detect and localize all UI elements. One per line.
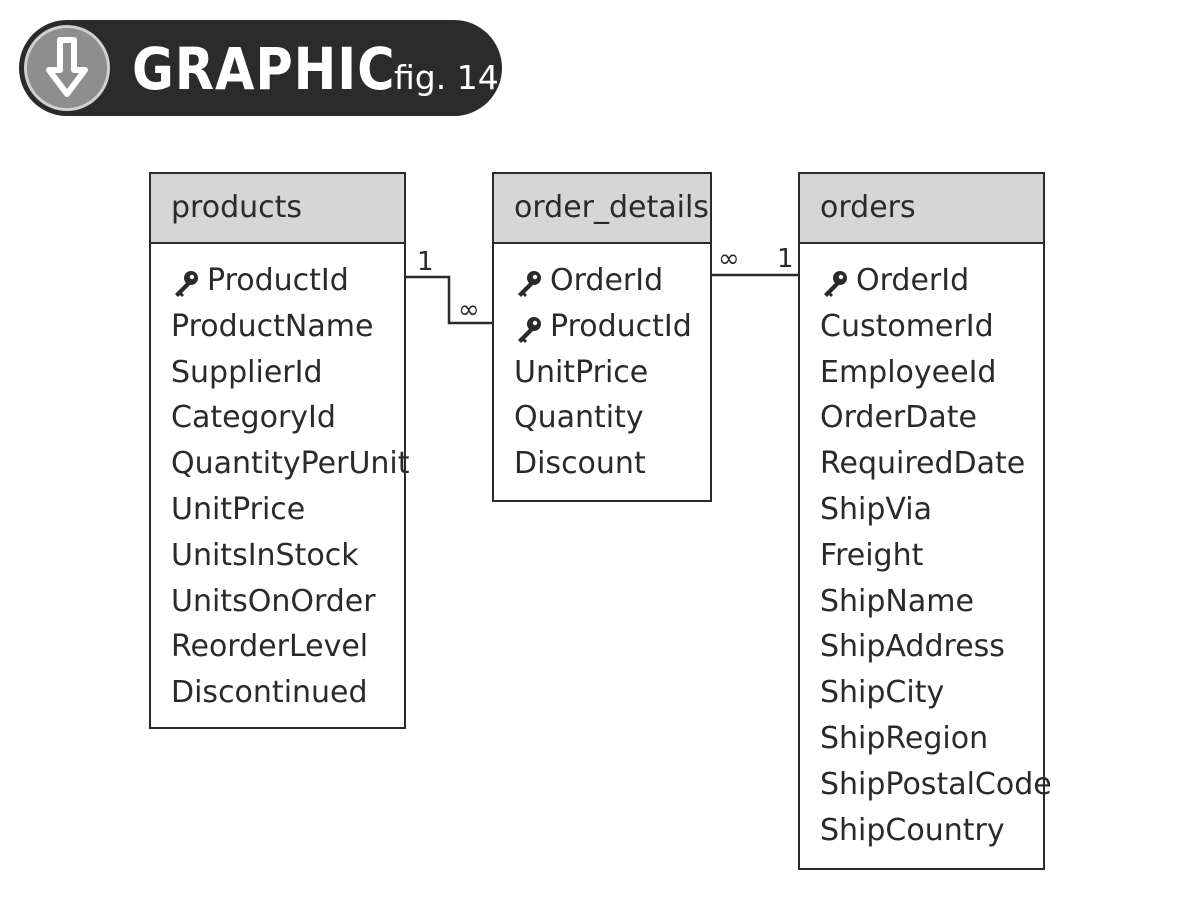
order-details-cardinality-many: ∞ <box>458 295 480 325</box>
primary-key-icon <box>820 266 850 297</box>
table-field: OrderId <box>800 258 1043 304</box>
field-name: UnitsOnOrder <box>171 583 376 619</box>
field-name: Freight <box>820 537 924 573</box>
table-field: Freight <box>800 533 1043 579</box>
table-field: Discontinued <box>151 670 404 716</box>
table-field: ProductName <box>151 304 404 350</box>
table-field: UnitPrice <box>494 350 710 396</box>
primary-key-icon <box>514 312 544 343</box>
field-name: Discount <box>514 446 646 482</box>
figure-number: fig. 14 <box>394 58 499 97</box>
table-field: OrderDate <box>800 395 1043 441</box>
table-field: ShipCity <box>800 670 1043 716</box>
field-name: ShipCountry <box>820 812 1005 848</box>
field-name: EmployeeId <box>820 354 997 390</box>
field-name: Discontinued <box>171 675 368 711</box>
table-field: ProductId <box>494 304 710 350</box>
table-field: ProductId <box>151 258 404 304</box>
primary-key-icon <box>171 266 201 297</box>
field-name: ShipAddress <box>820 629 1005 665</box>
table-field: ReorderLevel <box>151 624 404 670</box>
table-field: Quantity <box>494 395 710 441</box>
table-field: RequiredDate <box>800 441 1043 487</box>
field-name: ProductId <box>550 308 692 344</box>
field-name: UnitPrice <box>514 354 649 390</box>
table-field: ShipName <box>800 579 1043 625</box>
table-field: UnitsInStock <box>151 533 404 579</box>
table-field: CategoryId <box>151 395 404 441</box>
field-name: ShipCity <box>820 675 945 711</box>
field-name: ProductName <box>171 308 374 344</box>
table-field: CustomerId <box>800 304 1043 350</box>
field-name: UnitPrice <box>171 491 306 527</box>
field-name: QuantityPerUnit <box>171 446 410 482</box>
table-field: UnitPrice <box>151 487 404 533</box>
field-name: SupplierId <box>171 354 323 390</box>
field-name: CategoryId <box>171 400 336 436</box>
table-field: EmployeeId <box>800 350 1043 396</box>
field-name: CustomerId <box>820 308 994 344</box>
field-name: OrderId <box>856 263 970 298</box>
table-field: Discount <box>494 441 710 487</box>
table-title: products <box>151 174 404 244</box>
field-name: ShipPostalCode <box>820 766 1052 802</box>
table-field: SupplierId <box>151 350 404 396</box>
table-title: orders <box>800 174 1043 244</box>
table-field: ShipVia <box>800 487 1043 533</box>
field-name: RequiredDate <box>820 446 1026 482</box>
products-cardinality-one: 1 <box>417 247 434 277</box>
table-field: ShipCountry <box>800 808 1043 854</box>
orders-cardinality-one: 1 <box>777 244 794 274</box>
field-name: OrderId <box>550 263 664 298</box>
table-field: ShipPostalCode <box>800 762 1052 808</box>
primary-key-icon <box>514 266 544 297</box>
field-name: ReorderLevel <box>171 629 369 665</box>
figure-banner: GRAPHIC fig. 14 <box>19 20 502 116</box>
table-field: OrderId <box>494 258 710 304</box>
table-field: ShipAddress <box>800 624 1043 670</box>
table-field: UnitsOnOrder <box>151 579 404 625</box>
table-title: order_details <box>494 174 710 244</box>
field-name: ProductId <box>207 263 349 298</box>
field-name: ShipRegion <box>820 720 989 756</box>
products-order-details-line <box>406 275 492 325</box>
field-name: OrderDate <box>820 400 977 436</box>
field-name: ShipName <box>820 583 974 619</box>
order-details-cardinality-many-2: ∞ <box>718 244 740 274</box>
table-field: ShipRegion <box>800 716 1043 762</box>
banner-title: GRAPHIC <box>132 35 396 103</box>
arrow-down-circle-icon <box>24 25 110 111</box>
field-name: UnitsInStock <box>171 537 359 573</box>
field-name: Quantity <box>514 400 644 436</box>
table-field: QuantityPerUnit <box>151 441 410 487</box>
field-name: ShipVia <box>820 491 933 527</box>
